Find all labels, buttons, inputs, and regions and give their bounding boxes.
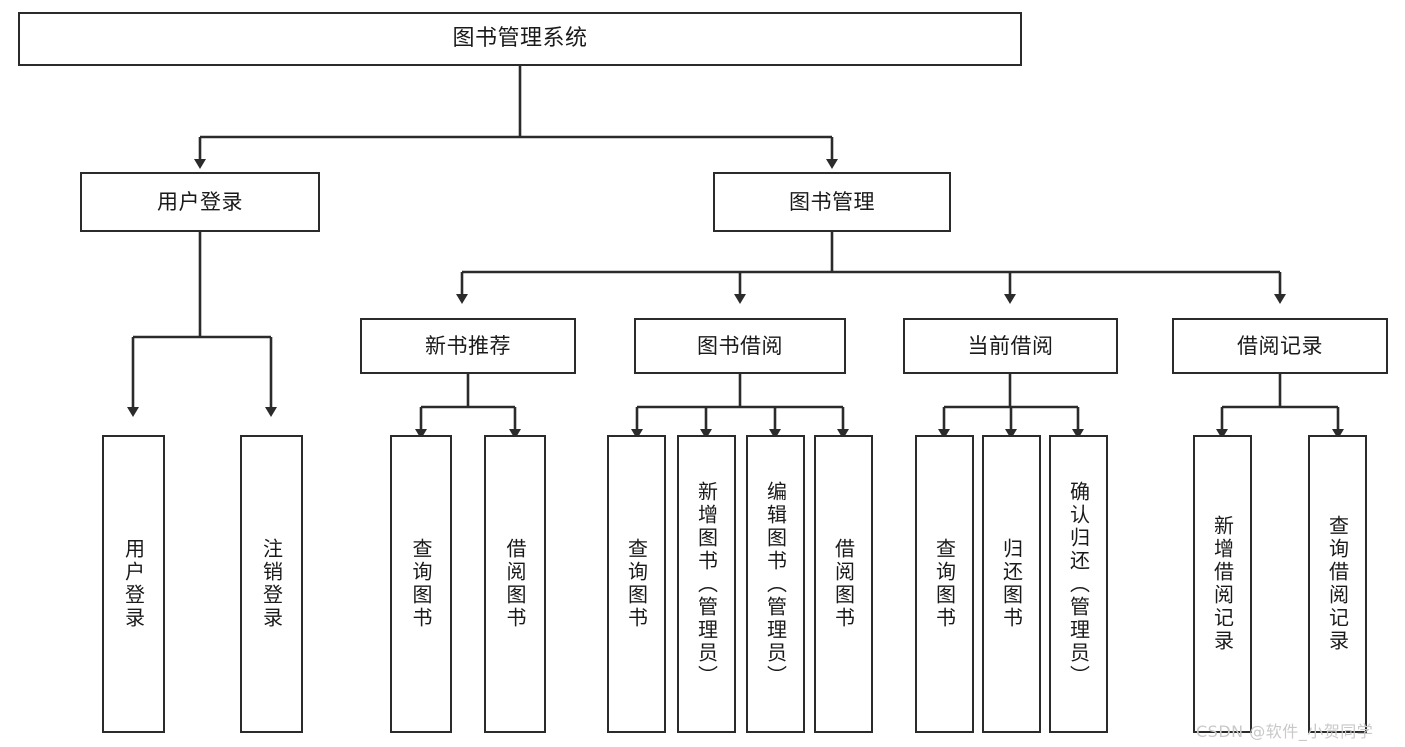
node-user-login[interactable]: 用户登录 bbox=[80, 172, 320, 232]
node-leaf-query-book-3[interactable]: 查询图书 bbox=[915, 435, 974, 733]
node-leaf-return-book[interactable]: 归还图书 bbox=[982, 435, 1041, 733]
node-leaf-logout[interactable]: 注销登录 bbox=[240, 435, 303, 733]
node-borrow-record[interactable]: 借阅记录 bbox=[1172, 318, 1388, 374]
node-leaf-confirm-return-label: 确认归还（管理员） bbox=[1066, 480, 1091, 688]
node-leaf-borrow-book-2[interactable]: 借阅图书 bbox=[814, 435, 873, 733]
node-book-borrow-label: 图书借阅 bbox=[697, 333, 783, 358]
node-leaf-add-record[interactable]: 新增借阅记录 bbox=[1193, 435, 1252, 733]
node-book-manage-label: 图书管理 bbox=[789, 189, 875, 214]
csdn-watermark: CSDN @软件_小贺同学 bbox=[1196, 722, 1374, 741]
node-leaf-confirm-return[interactable]: 确认归还（管理员） bbox=[1049, 435, 1108, 733]
node-leaf-query-book-2-label: 查询图书 bbox=[624, 538, 649, 630]
node-leaf-return-book-label: 归还图书 bbox=[999, 538, 1024, 630]
node-new-book-recommend-label: 新书推荐 bbox=[425, 333, 511, 358]
node-leaf-borrow-book-1-label: 借阅图书 bbox=[503, 538, 527, 630]
node-leaf-edit-book[interactable]: 编辑图书（管理员） bbox=[746, 435, 805, 733]
node-leaf-user-login-label: 用户登录 bbox=[121, 538, 146, 630]
node-user-login-label: 用户登录 bbox=[157, 189, 243, 214]
node-leaf-query-book-3-label: 查询图书 bbox=[932, 538, 957, 630]
node-leaf-query-book-2[interactable]: 查询图书 bbox=[607, 435, 666, 733]
node-current-borrow-label: 当前借阅 bbox=[967, 333, 1054, 358]
node-leaf-borrow-book-1[interactable]: 借阅图书 bbox=[484, 435, 546, 733]
node-leaf-borrow-book-2-label: 借阅图书 bbox=[831, 538, 856, 630]
node-new-book-recommend[interactable]: 新书推荐 bbox=[360, 318, 576, 374]
node-leaf-add-record-label: 新增借阅记录 bbox=[1210, 515, 1235, 653]
node-root[interactable]: 图书管理系统 bbox=[18, 12, 1022, 66]
node-leaf-query-book-1[interactable]: 查询图书 bbox=[390, 435, 452, 733]
node-root-label: 图书管理系统 bbox=[452, 26, 588, 52]
node-leaf-query-record-label: 查询借阅记录 bbox=[1325, 515, 1350, 653]
node-book-manage[interactable]: 图书管理 bbox=[713, 172, 951, 232]
node-book-borrow[interactable]: 图书借阅 bbox=[634, 318, 846, 374]
node-leaf-edit-book-label: 编辑图书（管理员） bbox=[763, 480, 788, 688]
node-leaf-query-record[interactable]: 查询借阅记录 bbox=[1308, 435, 1367, 733]
node-leaf-add-book-label: 新增图书（管理员） bbox=[694, 480, 719, 688]
node-leaf-logout-label: 注销登录 bbox=[259, 538, 284, 630]
node-leaf-user-login[interactable]: 用户登录 bbox=[102, 435, 165, 733]
node-borrow-record-label: 借阅记录 bbox=[1237, 333, 1323, 358]
node-leaf-add-book[interactable]: 新增图书（管理员） bbox=[677, 435, 736, 733]
node-leaf-query-book-1-label: 查询图书 bbox=[409, 538, 433, 630]
node-current-borrow[interactable]: 当前借阅 bbox=[903, 318, 1118, 374]
